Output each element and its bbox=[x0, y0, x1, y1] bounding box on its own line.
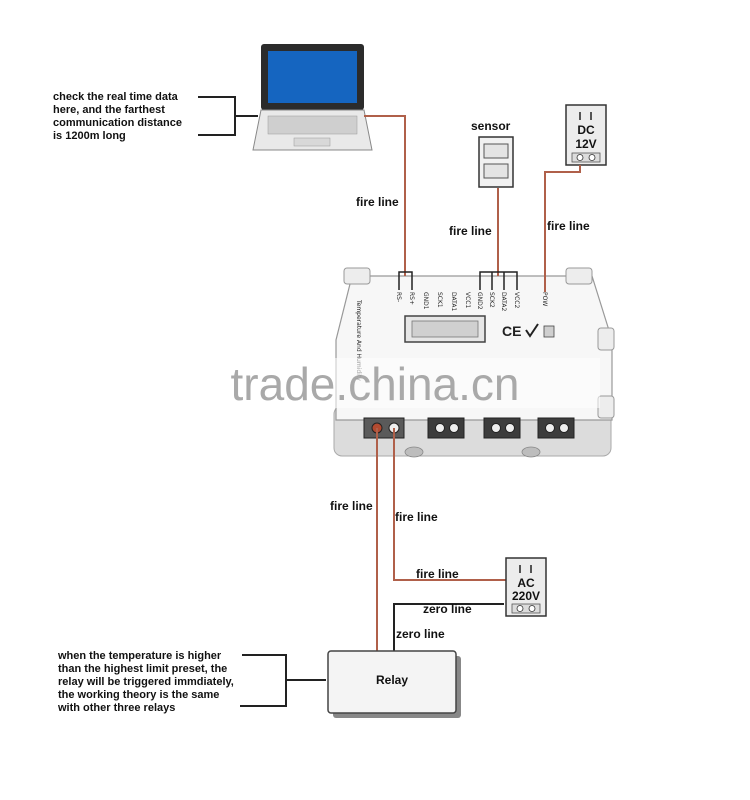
ac-fire-wire bbox=[393, 428, 508, 581]
dc-power-adapter: DC 12V bbox=[565, 104, 607, 166]
pin-label-rs: RS+ bbox=[408, 292, 415, 305]
watermark: trade.china.cn bbox=[231, 358, 520, 410]
relay-note-line-4: the working theory is the same bbox=[58, 689, 219, 701]
pin-label-gnd2: GND2 bbox=[476, 292, 483, 310]
ce-mark: CE bbox=[502, 323, 521, 339]
pin-brackets bbox=[398, 271, 518, 290]
relay-note-line-3: relay will be triggered immdiately, bbox=[58, 676, 234, 688]
pin-label-sck2: SCK2 bbox=[488, 292, 495, 308]
ac-label: AC bbox=[517, 576, 535, 590]
relay-note-line-2: than the highest limit preset, the bbox=[58, 663, 227, 675]
pin-label-vcc2: VCC2 bbox=[513, 292, 520, 308]
dc-wire bbox=[544, 165, 581, 292]
pin-label-gnd1: GND1 bbox=[422, 292, 429, 310]
zero-line-label-ac: zero line bbox=[423, 602, 472, 616]
ac-power-adapter: AC 220V bbox=[505, 557, 547, 617]
laptop-note-line-1: check the real time data bbox=[53, 91, 179, 103]
bottom-terminals bbox=[363, 417, 575, 458]
top-wires bbox=[364, 115, 581, 292]
laptop-screen bbox=[268, 51, 357, 103]
pin-label-data1: DATA1 bbox=[450, 292, 457, 311]
fire-line-label-dc: fire line bbox=[547, 219, 590, 233]
pin-label-data2: DATA2 bbox=[500, 292, 507, 311]
ac-voltage: 220V bbox=[512, 589, 540, 603]
laptop-wire bbox=[364, 115, 406, 276]
laptop-note-line-3: communication distance bbox=[53, 117, 182, 129]
laptop-note-line-4: is 1200m long bbox=[53, 130, 126, 142]
zero-line-label-relay: zero line bbox=[396, 627, 445, 641]
check-mark-icon bbox=[525, 323, 539, 338]
sensor: sensor bbox=[471, 119, 514, 188]
relay-note-line-5: with other three relays bbox=[57, 702, 175, 714]
fire-line-label-sensor: fire line bbox=[449, 224, 492, 238]
relay-label: Relay bbox=[376, 673, 408, 687]
pin-label-sck1: SCK1 bbox=[436, 292, 443, 308]
fire-line-label-ac-upper: fire line bbox=[395, 510, 438, 524]
laptop bbox=[252, 44, 373, 151]
recycle-icon bbox=[543, 325, 555, 338]
bottom-wires bbox=[376, 428, 508, 651]
pin-label-vcc1: VCC1 bbox=[464, 292, 471, 308]
relay-note-line-1: when the temperature is higher bbox=[57, 650, 222, 662]
relay: Relay bbox=[327, 650, 461, 718]
laptop-note: check the real time data here, and the f… bbox=[53, 91, 258, 142]
laptop-note-line-2: here, and the farthest bbox=[53, 104, 165, 116]
pin-label-rs: RS- bbox=[395, 292, 402, 302]
controller-side-text: Temperature And Humidity bbox=[355, 299, 362, 381]
relay-note: when the temperature is higher than the … bbox=[57, 650, 326, 714]
fire-line-label-laptop: fire line bbox=[356, 195, 399, 209]
zero-wire bbox=[393, 603, 504, 651]
pin-label-row: RS- RS+ GND1 SCK1 DATA1 VCC1 GND2 SCK2 DATA2 VCC2… bbox=[395, 292, 548, 311]
sensor-label: sensor bbox=[471, 119, 511, 133]
fire-line-label-ac: fire line bbox=[416, 567, 459, 581]
dc-label: DC bbox=[577, 123, 595, 137]
dc-voltage: 12V bbox=[575, 137, 596, 151]
fire-line-label-relay: fire line bbox=[330, 499, 373, 513]
pin-label-pow: POW bbox=[541, 292, 548, 306]
